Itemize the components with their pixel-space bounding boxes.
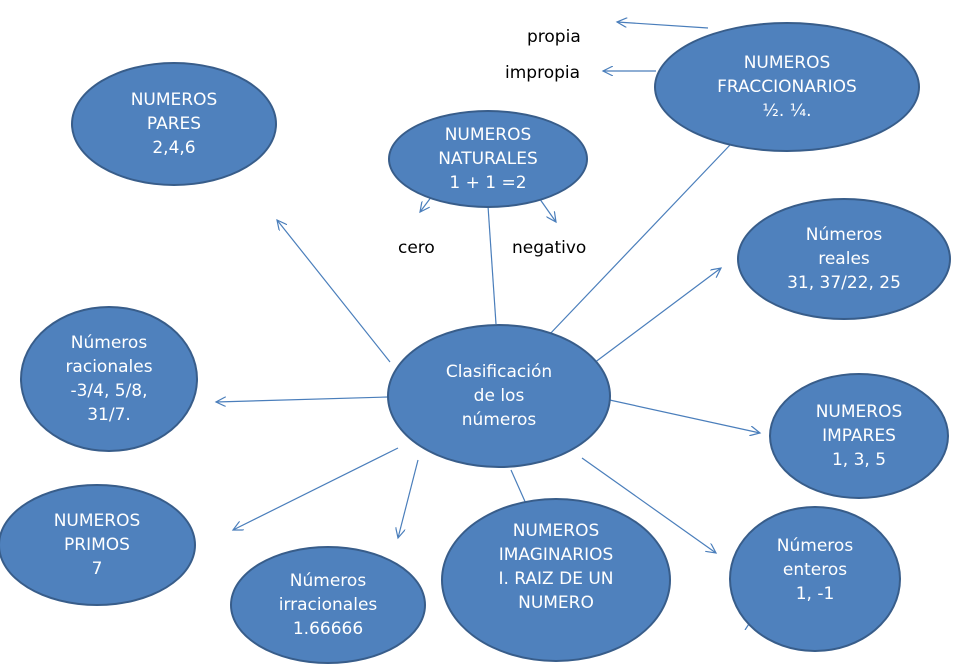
arrow-to-propia	[617, 22, 709, 29]
node-imaginarios-line-2: IMAGINARIOS	[498, 545, 614, 565]
node-fraccionarios-line-3: ½. ¼.	[762, 101, 812, 121]
node-naturales-line-1: NUMEROS	[444, 125, 532, 145]
node-racionales-line-3: -3/4, 5/8,	[70, 381, 148, 401]
node-impares: NUMEROS IMPARES 1, 3, 5	[769, 373, 949, 499]
node-center-line-2: de los	[473, 386, 525, 406]
node-reales-line-2: reales	[818, 249, 870, 269]
arrow-to-pares	[277, 220, 391, 363]
node-racionales: Números racionales -3/4, 5/8, 31/7.	[20, 306, 198, 452]
node-racionales-line-2: racionales	[65, 357, 153, 377]
arrow-to-irracionales	[398, 459, 419, 538]
arrow-to-racionales	[216, 396, 389, 402]
node-imaginarios-line-1: NUMEROS	[512, 521, 600, 541]
node-enteros-line-3: 1, -1	[795, 584, 835, 604]
node-fraccionarios: NUMEROS FRACCIONARIOS ½. ¼.	[654, 22, 920, 152]
node-fraccionarios-line-1: NUMEROS	[743, 53, 831, 73]
arrow-to-enteros	[581, 457, 716, 553]
node-racionales-line-1: Números	[70, 333, 148, 353]
line-to-naturales	[487, 205, 497, 325]
arrow-to-primos	[233, 447, 399, 530]
label-impropia: impropia	[505, 63, 581, 83]
node-impares-line-2: IMPARES	[822, 426, 896, 446]
node-enteros: Números enteros 1, -1	[729, 506, 901, 652]
node-pares-line-3: 2,4,6	[152, 138, 196, 158]
node-imaginarios-line-3: I. RAIZ DE UN	[498, 569, 614, 589]
node-impares-line-1: NUMEROS	[815, 402, 903, 422]
node-primos: NUMEROS PRIMOS 7	[0, 484, 196, 606]
node-reales-line-3: 31, 37/22, 25	[787, 273, 901, 293]
node-pares-line-1: NUMEROS	[130, 90, 218, 110]
node-naturales-line-3: 1 + 1 =2	[449, 173, 527, 193]
node-enteros-line-2: enteros	[782, 560, 848, 580]
node-imaginarios: NUMEROS IMAGINARIOS I. RAIZ DE UN NUMERO	[441, 498, 671, 662]
node-primos-line-2: PRIMOS	[64, 535, 130, 555]
node-center-line-1: Clasificación	[445, 362, 553, 382]
node-reales-line-1: Números	[805, 225, 883, 245]
node-naturales: NUMEROS NATURALES 1 + 1 =2	[388, 110, 588, 208]
node-reales: Números reales 31, 37/22, 25	[737, 198, 951, 320]
node-center-line-3: números	[461, 410, 537, 430]
node-irracionales: Números irracionales 1.66666	[230, 546, 426, 664]
node-pares-line-2: PARES	[146, 114, 202, 134]
label-negativo: negativo	[512, 238, 587, 258]
node-irracionales-line-1: Números	[289, 571, 367, 591]
line-to-fraccionarios	[547, 144, 731, 337]
node-racionales-line-4: 31/7.	[87, 405, 131, 425]
arrow-to-reales	[593, 268, 721, 364]
arrow-to-impares	[604, 398, 760, 433]
node-impares-line-3: 1, 3, 5	[831, 450, 887, 470]
label-cero: cero	[398, 238, 435, 258]
node-irracionales-line-3: 1.66666	[292, 619, 364, 639]
node-imaginarios-line-4: NUMERO	[518, 593, 594, 613]
node-primos-line-3: 7	[91, 559, 103, 579]
node-pares: NUMEROS PARES 2,4,6	[71, 62, 277, 186]
node-primos-line-1: NUMEROS	[53, 511, 141, 531]
node-center: Clasificación de los números	[387, 324, 611, 468]
label-propia: propia	[527, 27, 581, 47]
node-irracionales-line-2: irracionales	[278, 595, 378, 615]
node-fraccionarios-line-2: FRACCIONARIOS	[717, 77, 857, 97]
node-naturales-line-2: NATURALES	[438, 149, 538, 169]
node-enteros-line-1: Números	[776, 536, 854, 556]
connector-layer	[0, 0, 960, 630]
